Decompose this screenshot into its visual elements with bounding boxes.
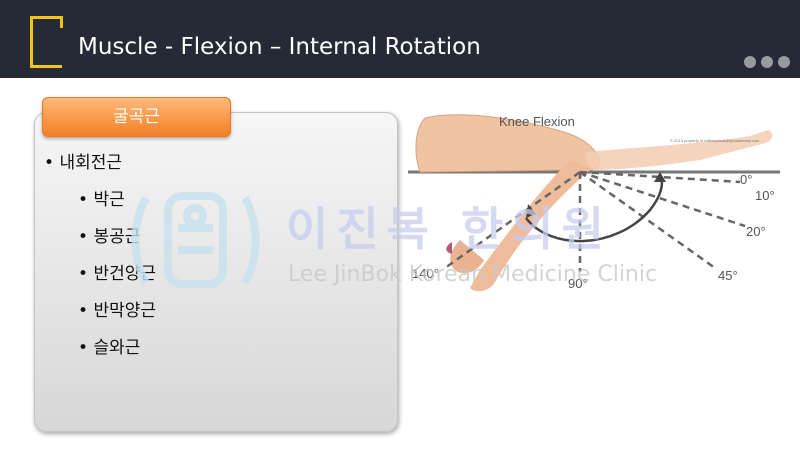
- list-item: 반막양근: [44, 298, 156, 335]
- angle-label-10: 10°: [755, 188, 775, 203]
- angle-label-20: 20°: [746, 224, 766, 239]
- list-item: 반건양근: [44, 261, 156, 298]
- ray-10: [579, 170, 741, 184]
- list-item: 봉공근: [44, 224, 156, 261]
- angle-label-140: 140°: [412, 266, 439, 281]
- dot-icon: [744, 56, 756, 68]
- muscle-list: 내회전근 박근 봉공근 반건양근 반막양근 슬와근: [44, 150, 156, 372]
- card-tab-label: 굴곡근: [42, 97, 231, 137]
- list-item: 슬와근: [44, 335, 156, 372]
- arc-arrow-tail: [654, 172, 666, 182]
- arc-arrow-head: [526, 204, 536, 218]
- figure-copyright: © 2013 property of militarydisabilitymad…: [670, 138, 760, 143]
- heel-mark: [446, 242, 452, 254]
- title-bracket-decoration: [30, 16, 62, 68]
- flexed-leg-shape: [470, 160, 592, 292]
- title-bracket-tip: [60, 16, 63, 28]
- dot-icon: [778, 56, 790, 68]
- slide-header: Muscle - Flexion – Internal Rotation: [0, 0, 800, 78]
- figure-heading: Knee Flexion: [499, 114, 575, 129]
- list-item: 박근: [44, 187, 156, 224]
- angle-label-90: 90°: [568, 276, 588, 291]
- knee-flexion-diagram: Knee Flexion © 2013 property of military…: [408, 114, 780, 292]
- angle-rays: [444, 170, 746, 272]
- flexed-foot-shape: [450, 240, 484, 274]
- angle-label-45: 45°: [718, 268, 738, 283]
- flexion-arc: [525, 175, 664, 243]
- list-item-internal-rotators: 내회전근: [44, 150, 156, 187]
- angle-label-0: 0°: [740, 172, 752, 187]
- ray-45: [579, 170, 716, 270]
- dot-icon: [761, 56, 773, 68]
- ray-140: [444, 170, 581, 270]
- slide-title: Muscle - Flexion – Internal Rotation: [78, 34, 481, 60]
- extended-leg-shape: [585, 130, 773, 170]
- more-dots-icon: [744, 56, 790, 68]
- ray-20: [579, 170, 746, 228]
